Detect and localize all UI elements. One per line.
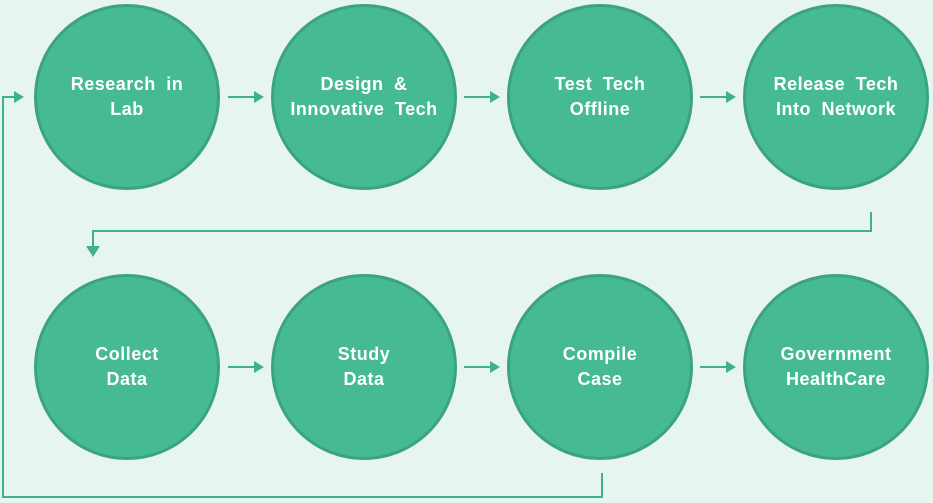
flow-node-label: Study Data bbox=[337, 344, 391, 389]
arrow-design-to-test bbox=[464, 91, 500, 103]
arrow-head-down-icon bbox=[86, 246, 100, 257]
flow-node-label: Release Tech Into Network bbox=[773, 74, 899, 119]
arrow-head-right-icon bbox=[254, 361, 264, 373]
loop-entry-horizontal bbox=[2, 96, 14, 98]
arrow-test-to-release bbox=[700, 91, 736, 103]
flow-node-collect-data: Collect Data bbox=[34, 274, 220, 460]
flow-node-test-tech-offline: Test Tech Offline bbox=[507, 4, 693, 190]
arrow-head-right-icon bbox=[726, 91, 736, 103]
flow-node-design-innovative-tech: Design & Innovative Tech bbox=[271, 4, 457, 190]
arrow-head-right-icon bbox=[490, 91, 500, 103]
flow-node-label: Compile Case bbox=[562, 344, 638, 389]
connector-release-to-collect-horizontal bbox=[92, 230, 872, 232]
flow-node-study-data: Study Data bbox=[271, 274, 457, 460]
flow-node-release-tech-into-network: Release Tech Into Network bbox=[743, 4, 929, 190]
arrow-line bbox=[464, 366, 490, 368]
flow-node-label: Government HealthCare bbox=[780, 344, 892, 389]
flow-node-research-in-lab: Research in Lab bbox=[34, 4, 220, 190]
arrow-line bbox=[228, 366, 254, 368]
arrow-head-right-icon bbox=[14, 91, 24, 103]
flow-node-government-healthcare: Government HealthCare bbox=[743, 274, 929, 460]
arrow-line bbox=[700, 366, 726, 368]
loop-compile-drop-vertical bbox=[601, 473, 603, 498]
connector-release-to-collect-vertical bbox=[870, 212, 872, 232]
flow-node-label: Collect Data bbox=[95, 344, 159, 389]
connector-release-to-collect-drop bbox=[92, 230, 94, 246]
loop-bottom-horizontal bbox=[2, 496, 603, 498]
arrow-research-to-design bbox=[228, 91, 264, 103]
flow-node-label: Test Tech Offline bbox=[554, 74, 646, 119]
arrow-compile-to-government bbox=[700, 361, 736, 373]
arrow-study-to-compile bbox=[464, 361, 500, 373]
arrow-head-right-icon bbox=[254, 91, 264, 103]
arrow-collect-to-study bbox=[228, 361, 264, 373]
flow-node-label: Research in Lab bbox=[70, 74, 184, 119]
arrow-head-right-icon bbox=[490, 361, 500, 373]
flow-node-compile-case: Compile Case bbox=[507, 274, 693, 460]
arrow-head-right-icon bbox=[726, 361, 736, 373]
arrow-line bbox=[700, 96, 726, 98]
arrow-line bbox=[464, 96, 490, 98]
loop-left-vertical bbox=[2, 96, 4, 498]
flow-node-label: Design & Innovative Tech bbox=[290, 74, 438, 119]
arrow-line bbox=[228, 96, 254, 98]
